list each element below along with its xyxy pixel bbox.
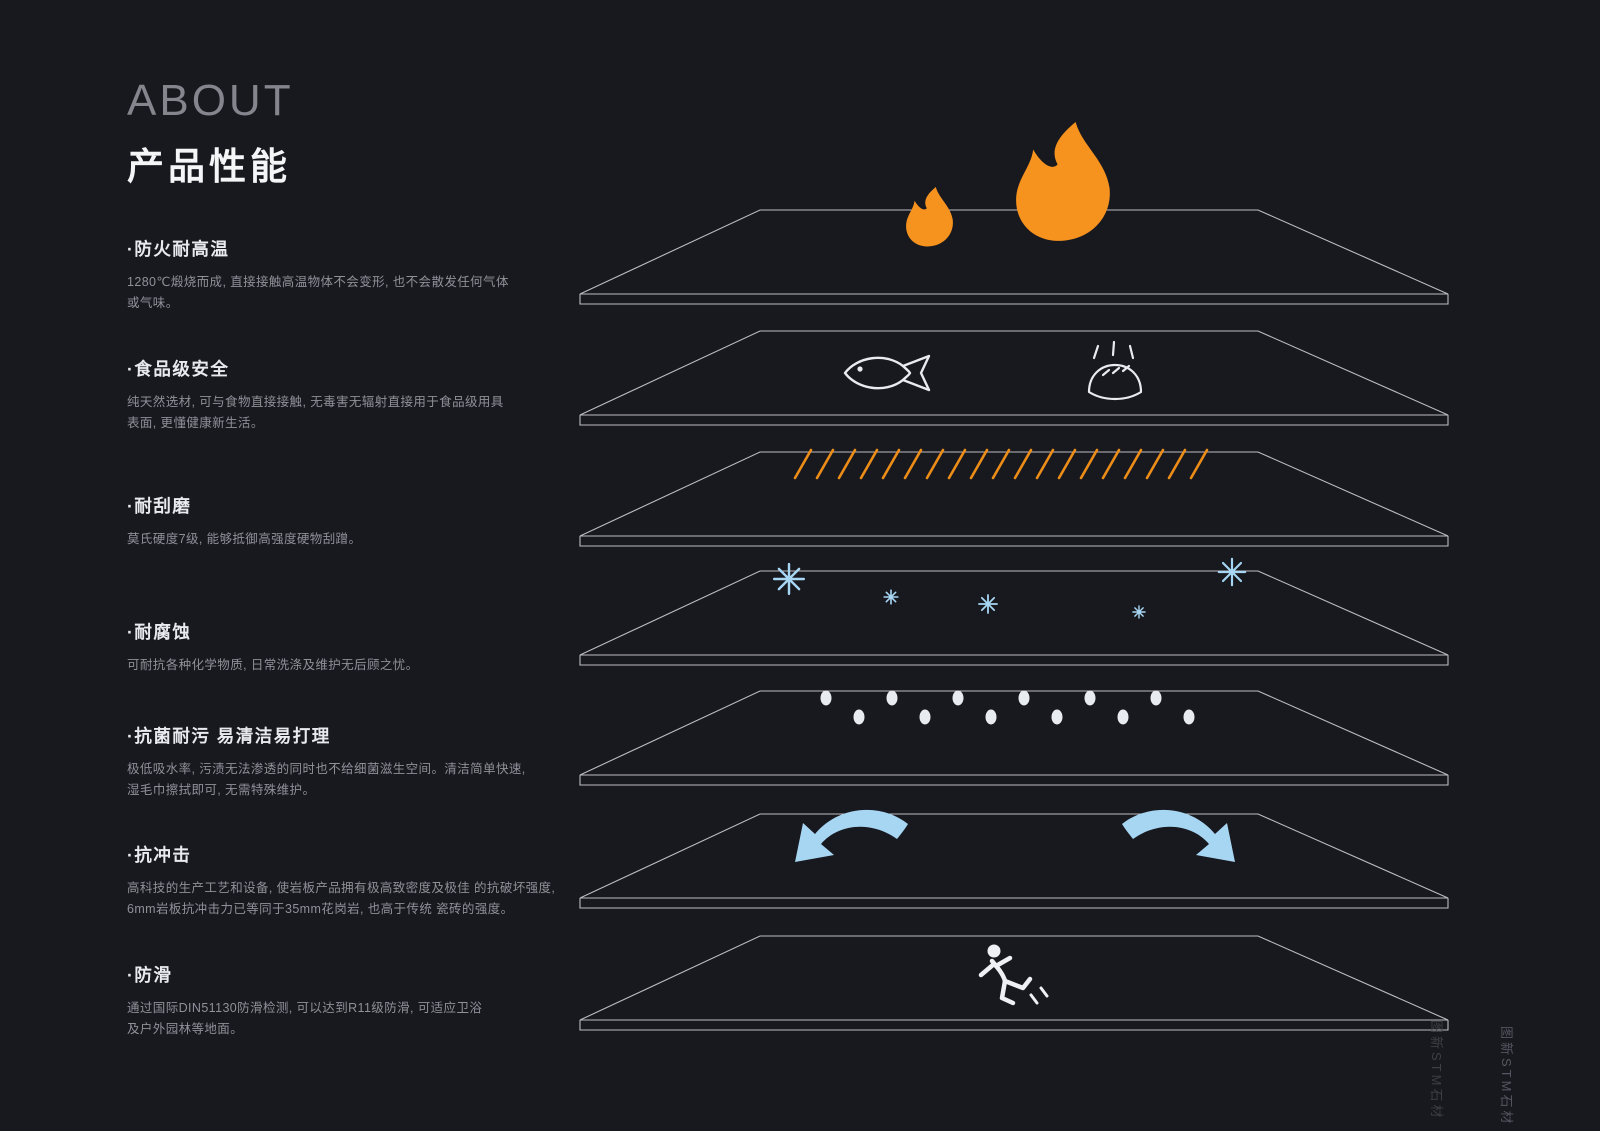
feature-title: ·防火耐高温 [127, 239, 230, 259]
fish-icon [843, 354, 931, 392]
feature-food-safety: ·食品级安全 纯天然选材, 可与食物直接接触, 无毒害无辐射直接用于食品级用具 … [127, 356, 607, 435]
page-title: 产品性能 [127, 146, 291, 187]
person-arm-front [993, 955, 1013, 969]
slab-layer-scratch [579, 451, 1449, 547]
bread-cuts [1101, 364, 1131, 377]
person-head [987, 944, 1001, 958]
feature-corrosion-resistance: ·耐腐蚀 可耐抗各种化学物质, 日常洗涤及维护无后顾之忧。 [127, 619, 607, 676]
sparkle-icons [772, 557, 1247, 619]
slab-top-face [579, 209, 1449, 295]
droplet-dot [1084, 690, 1096, 706]
person-torso [989, 958, 1008, 984]
slipping-person-icon [978, 944, 1049, 1006]
droplet-dot [1150, 690, 1162, 706]
watermark: 图新STM石材 [1429, 1020, 1444, 1121]
slab-front-edge [579, 294, 1449, 305]
feature-stain-resistance: ·抗菌耐污 易清洁易打理 极低吸水率, 污渍无法渗透的同时也不给细菌滋生空间。清… [127, 723, 607, 802]
flame-icons [906, 122, 1110, 247]
slab-layer-corrosion [579, 570, 1449, 666]
sparkle-icon [978, 594, 998, 614]
feature-title: ·食品级安全 [127, 359, 230, 379]
feature-title: ·抗菌耐污 易清洁易打理 [127, 726, 331, 746]
bounce-arrows-icon [795, 809, 1235, 862]
feature-scratch-resistance: ·耐刮磨 莫氏硬度7级, 能够抵御高强度硬物刮蹭。 [127, 493, 607, 550]
sparkle-icon [772, 562, 806, 596]
about-kicker: ABOUT [127, 76, 294, 125]
feature-impact-resistance: ·抗冲击 高科技的生产工艺和设备, 使岩板产品拥有极高致密度及极佳 的抗破坏强度… [127, 842, 607, 921]
slab-top-face [579, 570, 1449, 656]
sparkle-icon [883, 589, 899, 605]
watermark: 图新STM石材 [1499, 1026, 1514, 1127]
slip-marks [1029, 986, 1049, 1005]
slab-front-edge [579, 1020, 1449, 1031]
feature-desc: 高科技的生产工艺和设备, 使岩板产品拥有极高致密度及极佳 的抗破坏强度, 6mm… [127, 881, 556, 917]
slab-layer-slip [579, 935, 1449, 1031]
slab-top-face [579, 935, 1449, 1021]
slab-layer-fire [579, 209, 1449, 305]
feature-title: ·耐腐蚀 [127, 622, 192, 642]
slab-top-face [579, 813, 1449, 899]
bounce-arrow-right-icon [1122, 809, 1235, 862]
droplet-dot [919, 709, 931, 725]
fish-eye [857, 366, 863, 372]
feature-title: ·耐刮磨 [127, 496, 192, 516]
feature-desc: 极低吸水率, 污渍无法渗透的同时也不给细菌滋生空间。清洁简单快速, 湿毛巾擦拭即… [127, 762, 526, 798]
droplet-dot [985, 709, 997, 725]
bread-icon [1087, 340, 1143, 401]
droplet-dot [1051, 709, 1063, 725]
droplet-dot [1183, 709, 1195, 725]
slab-layer-food [579, 330, 1449, 426]
feature-anti-slip: ·防滑 通过国际DIN51130防滑检测, 可以达到R11级防滑, 可适应卫浴 … [127, 962, 607, 1041]
person-leg-front [1002, 976, 1033, 991]
droplet-dot [820, 690, 832, 706]
steam-lines [1092, 340, 1135, 360]
person-arm-back [978, 961, 997, 978]
flame-icon-small [906, 187, 953, 247]
feature-fire-resistance: ·防火耐高温 1280℃煅烧而成, 直接接触高温物体不会变形, 也不会散发任何气… [127, 236, 607, 315]
droplet-dots-icon [820, 690, 1195, 725]
slab-top-face [579, 330, 1449, 416]
droplet-dot [886, 690, 898, 706]
slab-front-edge [579, 655, 1449, 666]
fish-tail [901, 354, 931, 392]
feature-desc: 纯天然选材, 可与食物直接接触, 无毒害无辐射直接用于食品级用具 表面, 更懂健… [127, 395, 504, 431]
flame-icon-large [1016, 122, 1110, 241]
droplet-dot [952, 690, 964, 706]
sparkle-icon [1132, 605, 1146, 619]
slab-top-face [579, 690, 1449, 776]
bread-body [1087, 363, 1143, 401]
slab-layer-stain [579, 690, 1449, 786]
slab-front-edge [579, 536, 1449, 547]
slab-front-edge [579, 415, 1449, 426]
header: ABOUT 产品性能 [127, 76, 294, 190]
droplet-dot [1018, 690, 1030, 706]
feature-desc: 莫氏硬度7级, 能够抵御高强度硬物刮蹭。 [127, 532, 362, 546]
feature-title: ·防滑 [127, 965, 173, 985]
feature-desc: 1280℃煅烧而成, 直接接触高温物体不会变形, 也不会散发任何气体 或气味。 [127, 275, 509, 311]
feature-desc: 通过国际DIN51130防滑检测, 可以达到R11级防滑, 可适应卫浴 及户外园… [127, 1001, 483, 1037]
sparkle-icon [1217, 557, 1247, 587]
slab-layer-impact [579, 813, 1449, 909]
slab-front-edge [579, 775, 1449, 786]
person-leg-back [999, 978, 1016, 1006]
feature-desc: 可耐抗各种化学物质, 日常洗涤及维护无后顾之忧。 [127, 658, 419, 672]
droplet-dot [1117, 709, 1129, 725]
slab-front-edge [579, 898, 1449, 909]
scratch-marks-icon [793, 448, 1209, 480]
feature-title: ·抗冲击 [127, 845, 192, 865]
droplet-dot [853, 709, 865, 725]
slab-top-face [579, 451, 1449, 537]
bounce-arrow-left-icon [795, 809, 908, 862]
fish-body [843, 356, 912, 390]
